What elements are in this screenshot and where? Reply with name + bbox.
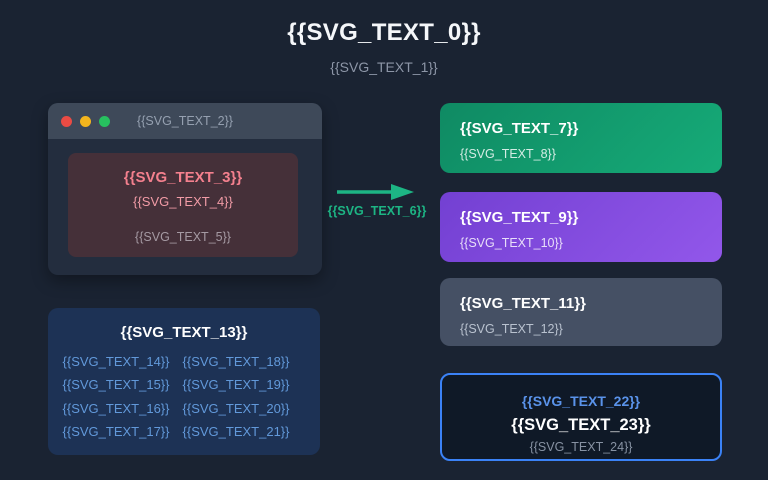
checklist-item: {{SVG_TEXT_19}} [182, 377, 290, 393]
error-message: {{SVG_TEXT_4}} [133, 194, 233, 209]
checklist-item: {{SVG_TEXT_14}} [62, 354, 170, 369]
checklist-item: {{SVG_TEXT_18}} [182, 354, 290, 369]
result-eyebrow: {{SVG_TEXT_22}} [521, 393, 641, 409]
browser-window: {{SVG_TEXT_2}} {{SVG_TEXT_3}} {{SVG_TEXT… [48, 103, 322, 275]
card-subtitle: {{SVG_TEXT_8}} [460, 147, 556, 161]
checklist-item: {{SVG_TEXT_21}} [182, 424, 290, 440]
checklist-panel: {{SVG_TEXT_13}} {{SVG_TEXT_14}} {{SVG_TE… [48, 308, 320, 455]
page-title: {{SVG_TEXT_0}} [287, 19, 481, 46]
checklist-item: {{SVG_TEXT_16}} [62, 400, 170, 416]
browser-titlebar: {{SVG_TEXT_2}} [48, 103, 322, 139]
card-title: {{SVG_TEXT_7}} [460, 120, 579, 137]
checklist-item: {{SVG_TEXT_15}} [62, 377, 170, 393]
option-card-purple: {{SVG_TEXT_9}} {{SVG_TEXT_10}} [440, 192, 722, 262]
checklist-title: {{SVG_TEXT_13}} [120, 324, 248, 341]
checklist-item: {{SVG_TEXT_17}} [62, 424, 170, 440]
page-subtitle: {{SVG_TEXT_1}} [330, 59, 438, 75]
checklist-column-left: {{SVG_TEXT_14}} {{SVG_TEXT_15}} {{SVG_TE… [56, 350, 176, 444]
traffic-lights [61, 103, 110, 139]
result-card: {{SVG_TEXT_22}} {{SVG_TEXT_23}} {{SVG_TE… [440, 373, 722, 461]
option-card-gray: {{SVG_TEXT_11}} {{SVG_TEXT_12}} [440, 278, 722, 346]
option-card-green: {{SVG_TEXT_7}} {{SVG_TEXT_8}} [440, 103, 722, 173]
close-icon [61, 115, 72, 127]
minimize-icon [80, 115, 91, 127]
card-subtitle: {{SVG_TEXT_10}} [460, 236, 563, 250]
arrow-right-icon [337, 184, 414, 200]
card-subtitle: {{SVG_TEXT_12}} [460, 322, 563, 336]
error-panel: {{SVG_TEXT_3}} {{SVG_TEXT_4}} {{SVG_TEXT… [68, 153, 298, 257]
checklist-item: {{SVG_TEXT_20}} [182, 400, 290, 416]
result-caption: {{SVG_TEXT_24}} [529, 440, 633, 454]
result-title: {{SVG_TEXT_23}} [511, 416, 651, 434]
card-title: {{SVG_TEXT_9}} [460, 209, 579, 226]
arrow-label: {{SVG_TEXT_6}} [327, 204, 427, 218]
checklist-column-right: {{SVG_TEXT_18}} {{SVG_TEXT_19}} {{SVG_TE… [176, 350, 296, 444]
titlebar-text: {{SVG_TEXT_2}} [137, 114, 233, 128]
maximize-icon [99, 115, 110, 127]
error-note: {{SVG_TEXT_5}} [135, 230, 231, 244]
card-title: {{SVG_TEXT_11}} [460, 295, 586, 312]
transform-arrow: {{SVG_TEXT_6}} [322, 182, 432, 226]
checklist-columns: {{SVG_TEXT_14}} {{SVG_TEXT_15}} {{SVG_TE… [56, 350, 296, 444]
error-title: {{SVG_TEXT_3}} [123, 169, 243, 186]
